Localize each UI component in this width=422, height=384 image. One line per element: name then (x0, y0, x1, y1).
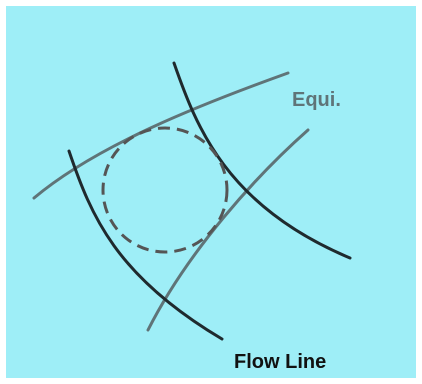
diagram-background (6, 6, 416, 378)
flow-line-right (172, 61, 352, 260)
equipotential-label: Equi. (292, 89, 341, 111)
inscribed-circle (101, 126, 229, 254)
flow-line-left (67, 149, 224, 341)
flow-net-diagram: Equi. Flow Line (6, 6, 416, 378)
flow-line-label: Flow Line (234, 351, 326, 373)
